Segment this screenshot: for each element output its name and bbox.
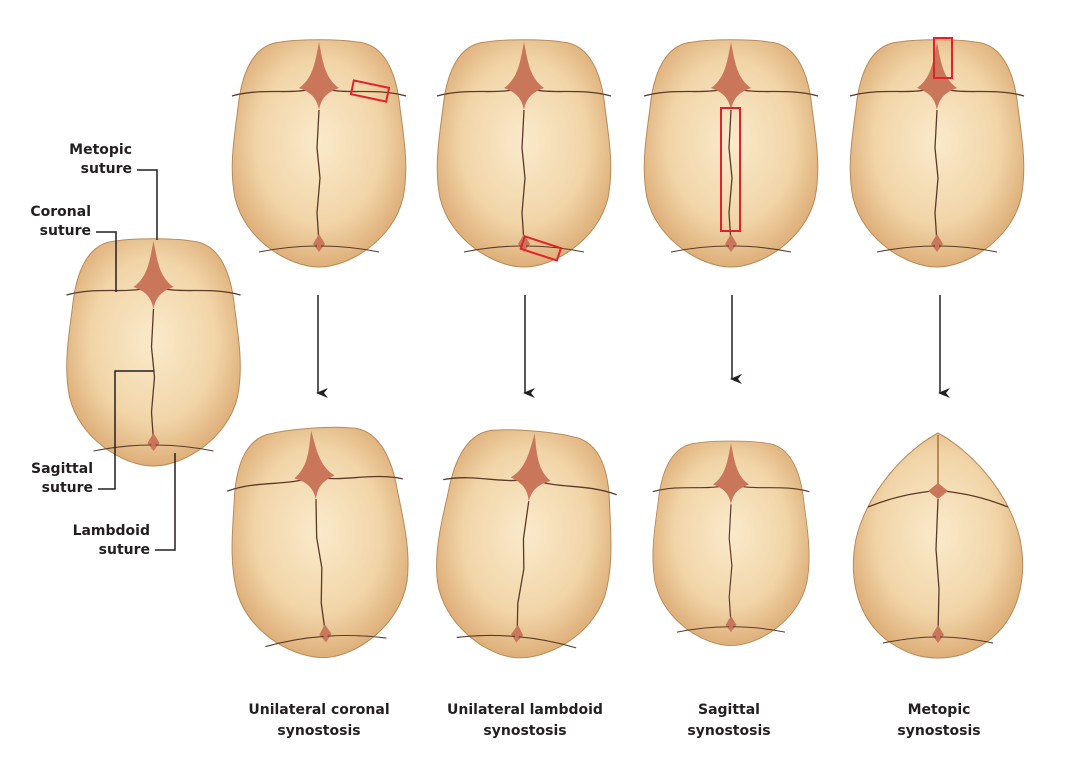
caption-line: Unilateral lambdoid bbox=[447, 702, 603, 718]
highlight-coronal bbox=[349, 79, 391, 103]
sagittal-leader bbox=[98, 370, 154, 490]
skull-metopic-after bbox=[852, 431, 1024, 660]
skull-sagittal-after bbox=[651, 440, 811, 647]
label-line: suture bbox=[41, 480, 93, 496]
lambdoid-leader bbox=[155, 453, 176, 551]
skull-metopic-before bbox=[849, 39, 1025, 268]
caption-line: synostosis bbox=[897, 723, 981, 739]
highlight-metopic bbox=[933, 37, 953, 79]
label-line: suture bbox=[39, 223, 91, 239]
skull-coronal-before bbox=[231, 39, 407, 268]
label-metopic-suture: Metopic suture bbox=[40, 141, 132, 179]
skull-coronal-after bbox=[222, 421, 416, 665]
label-lambdoid-suture: Lambdoid suture bbox=[40, 522, 150, 560]
label-coronal-suture: Coronal suture bbox=[0, 203, 91, 241]
caption-unilateral-lambdoid: Unilateral lambdoid synostosis bbox=[425, 700, 625, 742]
label-line: Coronal bbox=[30, 204, 91, 220]
highlight-lambdoid bbox=[519, 235, 563, 262]
caption-line: synostosis bbox=[483, 723, 567, 739]
highlight-sagittal bbox=[720, 107, 741, 232]
caption-unilateral-coronal: Unilateral coronal synostosis bbox=[219, 700, 419, 742]
label-line: Lambdoid bbox=[72, 523, 150, 539]
label-line: suture bbox=[98, 542, 150, 558]
caption-sagittal: Sagittal synostosis bbox=[629, 700, 829, 742]
skull-lambdoid-after bbox=[427, 422, 623, 666]
caption-line: Metopic bbox=[907, 702, 971, 718]
label-sagittal-suture: Sagittal suture bbox=[0, 460, 93, 498]
metopic-leader bbox=[137, 169, 158, 240]
caption-line: Sagittal bbox=[698, 702, 760, 718]
caption-line: synostosis bbox=[687, 723, 771, 739]
label-line: Metopic bbox=[69, 142, 132, 158]
label-line: Sagittal bbox=[31, 461, 93, 477]
caption-line: Unilateral coronal bbox=[248, 702, 390, 718]
label-line: suture bbox=[80, 161, 132, 177]
leader-lines bbox=[96, 169, 176, 551]
reference-skull bbox=[65, 238, 242, 467]
caption-metopic: Metopic synostosis bbox=[839, 700, 1039, 742]
caption-line: synostosis bbox=[277, 723, 361, 739]
coronal-leader bbox=[96, 231, 117, 292]
skull-sagittal-before bbox=[643, 39, 819, 268]
skull-lambdoid-before bbox=[436, 39, 612, 268]
